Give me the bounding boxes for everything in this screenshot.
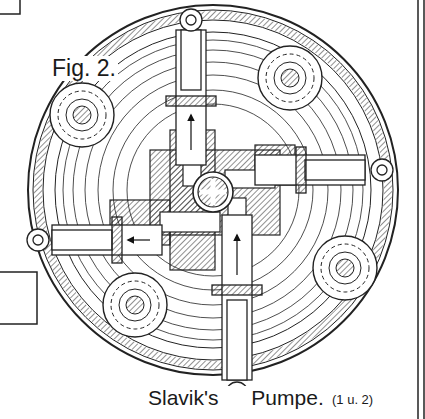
plate-reference: (1 u. 2) [330,393,375,407]
figure-number: Fig. 2. [50,56,118,81]
eccentric-roller [50,46,377,337]
pump-cylinder [27,9,393,404]
pump-casing [28,5,398,375]
figure-caption: Slavik's Pumpe. [146,386,326,409]
